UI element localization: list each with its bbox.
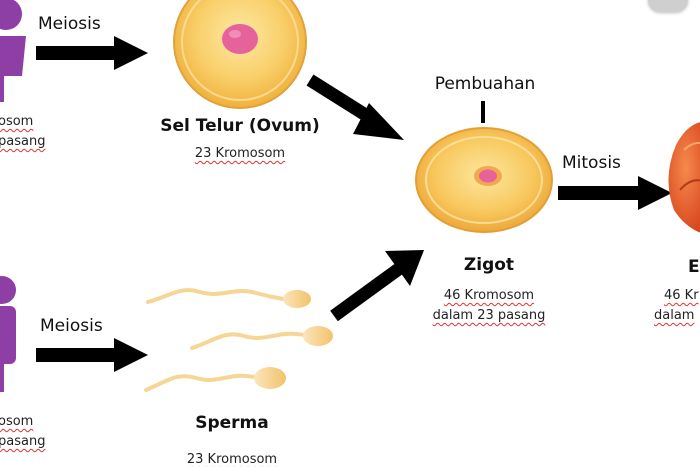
male-chromosome-line1: osom bbox=[0, 414, 34, 429]
meiosis-label-top: Meiosis bbox=[38, 14, 101, 34]
corner-control-button[interactable] bbox=[648, 0, 688, 12]
embryo-line2: dalam bbox=[654, 308, 695, 323]
arrow-meiosis-bottom bbox=[36, 338, 148, 372]
ovum-title: Sel Telur (Ovum) bbox=[160, 116, 320, 136]
zigot-line2: dalam 23 pasang bbox=[432, 308, 546, 323]
female-chromosome-line2: pasang bbox=[0, 134, 46, 149]
arrow-mitosis bbox=[558, 176, 672, 210]
sperm-cell-icon bbox=[190, 326, 333, 350]
mitosis-label: Mitosis bbox=[562, 153, 621, 173]
meiosis-label-bottom: Meiosis bbox=[40, 316, 103, 336]
zigot-line1: 46 Kromosom bbox=[443, 288, 535, 303]
sperm-cell-icon bbox=[146, 288, 311, 308]
sperm-cell-icon bbox=[144, 367, 286, 392]
male-figure-icon bbox=[0, 276, 16, 392]
pembuahan-marker bbox=[481, 101, 485, 123]
arrow-ovum-to-zigot bbox=[306, 74, 404, 140]
sperma-title: Sperma bbox=[195, 413, 269, 433]
female-chromosome-line1: osom bbox=[0, 114, 34, 129]
zigot-title: Zigot bbox=[463, 255, 515, 275]
embryo-line1: 46 Kr bbox=[664, 288, 699, 303]
zigot-cell-icon bbox=[415, 127, 553, 233]
pembuahan-label: Pembuahan bbox=[434, 74, 536, 94]
embryo-title: E bbox=[688, 257, 700, 277]
male-chromosome-line2: pasang bbox=[0, 434, 46, 449]
ovum-chromosome-count: 23 Kromosom bbox=[194, 146, 286, 161]
arrow-meiosis-top bbox=[36, 36, 148, 70]
female-figure-icon bbox=[0, 0, 26, 102]
ovum-cell-icon bbox=[173, 0, 307, 109]
sperma-chromosome-count: 23 Kromosom bbox=[186, 452, 278, 467]
embryo-cell-icon bbox=[668, 122, 700, 233]
arrow-sperma-to-zigot bbox=[330, 250, 424, 322]
